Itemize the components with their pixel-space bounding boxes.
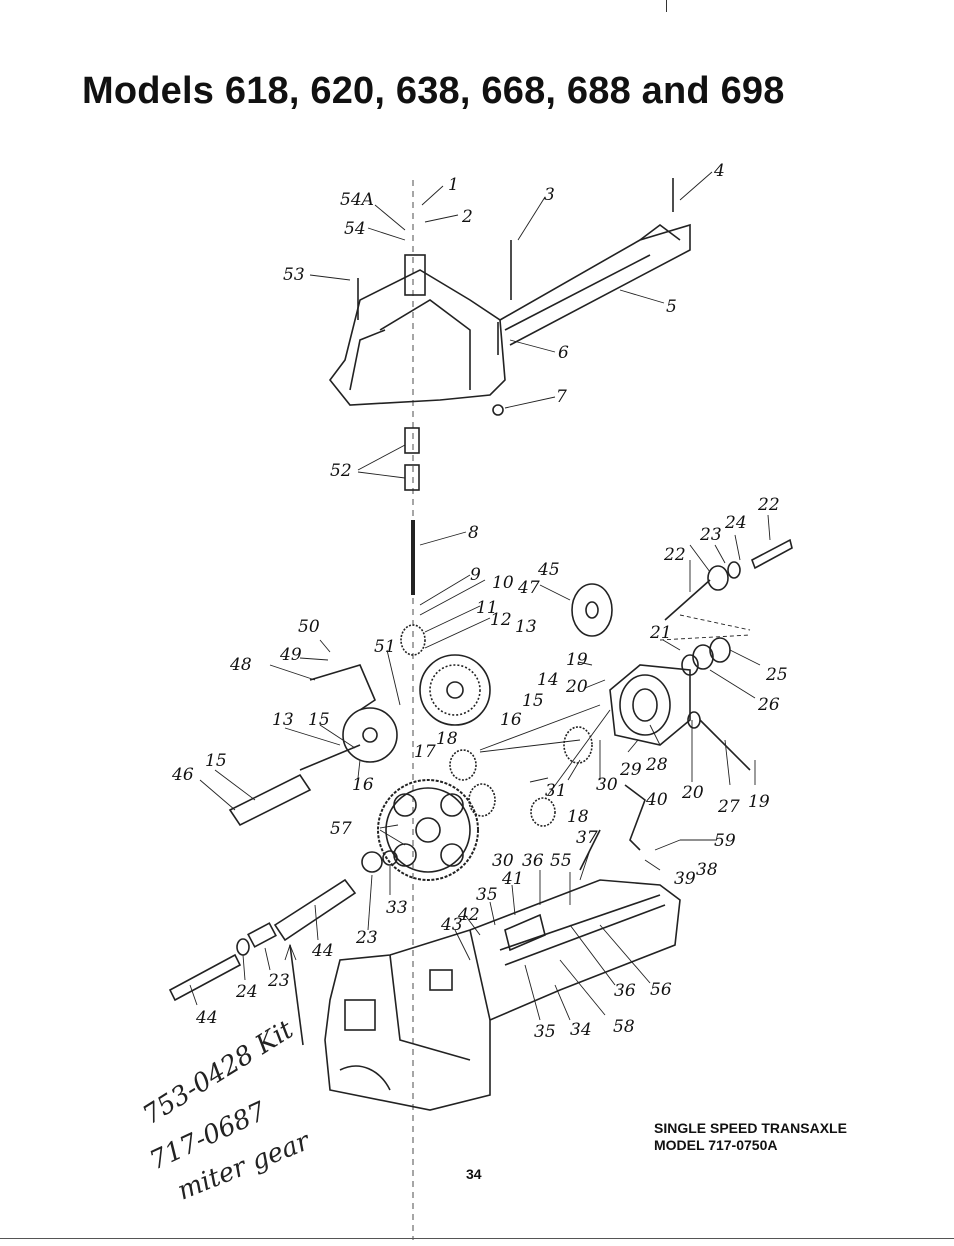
- part-label-13-lower: 13: [272, 710, 294, 730]
- part-label-51: 51: [374, 637, 396, 657]
- part-label-41: 41: [501, 869, 524, 889]
- part-label-35-lower: 35: [534, 1022, 556, 1042]
- part-label-35-upper: 35: [476, 885, 498, 905]
- screws-top: [357, 178, 674, 416]
- part-label-53: 53: [283, 265, 305, 285]
- part-label-16-left: 16: [352, 775, 374, 795]
- part-label-18-lower: 18: [567, 807, 589, 827]
- top-tick-mark: [666, 0, 667, 12]
- part-label-15-left: 15: [205, 751, 227, 771]
- part-label-54: 54: [344, 219, 366, 239]
- part-label-27: 27: [717, 797, 740, 817]
- part-label-48: 48: [229, 655, 252, 675]
- part-label-30-right: 30: [596, 775, 618, 795]
- part-label-54a: 54A: [340, 190, 374, 210]
- part-label-11: 11: [476, 598, 498, 618]
- part-label-36-upper: 36: [522, 851, 544, 871]
- part-label-23-right: 23: [699, 525, 722, 545]
- part-label-19-upper: 19: [566, 650, 588, 670]
- part-label-58: 58: [613, 1017, 635, 1037]
- part-label-14: 14: [537, 670, 559, 690]
- part-label-6: 6: [558, 343, 569, 363]
- part-label-4: 4: [713, 161, 725, 181]
- large-spur-gear: [377, 779, 479, 881]
- differential-gear: [419, 654, 491, 726]
- part-label-37: 37: [576, 828, 598, 848]
- part-label-59: 59: [714, 831, 736, 851]
- part-label-38: 38: [696, 860, 718, 880]
- lower-housing: [324, 879, 681, 1111]
- part-label-15-mid: 15: [308, 710, 330, 730]
- gear-case: [609, 664, 691, 746]
- part-label-31: 31: [545, 781, 567, 801]
- part-label-44-left: 44: [195, 1008, 218, 1028]
- part-label-40: 40: [645, 790, 668, 810]
- part-label-22-right: 22: [757, 495, 780, 515]
- part-label-20-left: 20: [565, 677, 588, 697]
- part-label-56: 56: [650, 980, 672, 1000]
- part-label-15-right: 15: [522, 691, 544, 711]
- part-label-47: 47: [517, 578, 540, 598]
- part-label-43: 43: [440, 915, 463, 935]
- caption-line-2: MODEL 717-0750A: [654, 1137, 778, 1153]
- part-label-26: 26: [757, 695, 780, 715]
- part-label-10: 10: [492, 573, 514, 593]
- part-label-52: 52: [330, 461, 352, 481]
- part-label-23-mid: 23: [355, 928, 378, 948]
- part-label-24-left: 24: [235, 982, 258, 1002]
- part-label-30-left: 30: [492, 851, 514, 871]
- part-label-24-right: 24: [724, 513, 747, 533]
- part-label-23-left: 23: [267, 971, 290, 991]
- part-label-57: 57: [330, 819, 352, 839]
- part-label-29: 29: [619, 760, 642, 780]
- part-label-17: 17: [414, 742, 436, 762]
- bottom-scan-rule: [0, 1238, 954, 1239]
- handwritten-note-line1: 753-0428 Kit: [138, 1015, 299, 1131]
- part-label-12: 12: [490, 610, 512, 630]
- part-label-1: 1: [448, 175, 459, 195]
- upper-housing: [328, 223, 691, 406]
- part-label-20-right: 20: [681, 783, 704, 803]
- part-label-42: 42: [457, 905, 480, 925]
- page-number: 34: [466, 1166, 482, 1182]
- part-label-34: 34: [570, 1020, 592, 1040]
- part-label-13-upper: 13: [515, 617, 537, 637]
- part-label-2: 2: [461, 207, 473, 227]
- part-label-9: 9: [470, 565, 481, 585]
- part-label-22-left: 22: [663, 545, 686, 565]
- part-label-18-upper: 18: [436, 729, 458, 749]
- part-label-7: 7: [556, 387, 567, 407]
- part-label-8: 8: [468, 523, 479, 543]
- part-label-44-mid: 44: [311, 941, 334, 961]
- part-label-33: 33: [386, 898, 408, 918]
- page-title: Models 618, 620, 638, 668, 688 and 698: [82, 70, 785, 112]
- part-label-49: 49: [279, 645, 302, 665]
- part-label-39: 39: [674, 869, 696, 889]
- part-label-25: 25: [765, 665, 788, 685]
- part-label-28: 28: [645, 755, 668, 775]
- handwritten-note: 753-0428 Kit 717-0687 miter gear: [138, 1015, 316, 1207]
- part-label-46: 46: [171, 765, 194, 785]
- left-axle: [168, 850, 398, 1002]
- part-label-21: 21: [649, 623, 672, 643]
- diagram-caption: SINGLE SPEED TRANSAXLE MODEL 717-0750A: [654, 1120, 847, 1154]
- part-label-50: 50: [298, 617, 320, 637]
- part-label-36-lower: 36: [614, 981, 636, 1001]
- part-label-16-right: 16: [500, 710, 522, 730]
- part-label-3: 3: [544, 185, 555, 205]
- part-label-55: 55: [550, 851, 572, 871]
- caption-line-1: SINGLE SPEED TRANSAXLE: [654, 1120, 847, 1136]
- part-label-45: 45: [537, 560, 560, 580]
- part-label-5: 5: [666, 297, 677, 317]
- part-label-19-lower: 19: [748, 792, 770, 812]
- bushings: [404, 427, 420, 491]
